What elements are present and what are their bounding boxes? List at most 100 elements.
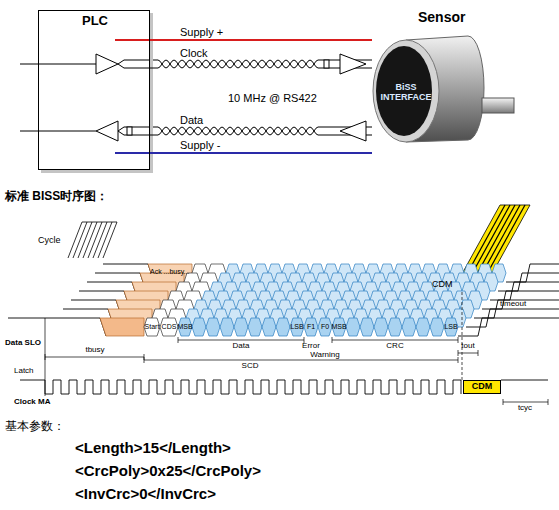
layout-path — [318, 318, 332, 336]
layout-path — [8, 318, 106, 336]
layout-path — [452, 205, 530, 292]
layout-path — [416, 318, 430, 336]
wire-label: Supply - — [180, 139, 220, 151]
layout-line — [20, 131, 96, 132]
layout-path — [458, 318, 559, 336]
rate-note: 10 MHz @ RS422 — [228, 92, 317, 104]
timing-label: tcyc — [518, 404, 532, 413]
clock-waveform — [20, 380, 461, 394]
bit-label: LSB — [444, 323, 457, 331]
bit-label: Start — [145, 323, 160, 331]
layout-path — [304, 318, 318, 336]
timing-label: tout — [461, 342, 474, 351]
plc-wiring — [20, 40, 150, 153]
logo-text: BiSS INTERFACE — [379, 83, 433, 103]
bit-label: MSB — [177, 323, 192, 331]
layout-line — [457, 205, 505, 292]
parameter-line: <Length>15</Length> — [75, 440, 231, 457]
layout-path — [100, 318, 144, 336]
layout-path — [150, 60, 372, 68]
field-label: CRC — [386, 342, 403, 351]
layout-path — [388, 318, 402, 336]
layout-path — [374, 318, 388, 336]
layout-line — [103, 222, 117, 258]
plc-box: PLC — [38, 10, 150, 170]
sensor-device: SensorBiSS INTERFACE — [372, 8, 517, 156]
layout-path — [444, 318, 458, 336]
layout-path — [118, 131, 150, 135]
layout-path — [430, 318, 444, 336]
layout-line — [477, 205, 525, 292]
bit-label: LSB — [290, 323, 303, 331]
node-title: PLC — [39, 14, 151, 28]
signal-label: Cycle — [38, 236, 61, 246]
node-title: CDM — [464, 382, 500, 392]
layout-path — [262, 318, 276, 336]
cycle-hatch — [68, 222, 117, 258]
layout-line — [467, 205, 515, 292]
layout-path — [118, 127, 150, 131]
layout-line — [115, 152, 150, 154]
timing-waveform — [8, 264, 559, 336]
clock-waveform — [501, 380, 548, 381]
signal-wire — [150, 152, 372, 154]
wire-label: Clock — [180, 47, 208, 59]
bit-label: F1 — [307, 323, 315, 331]
signal-name: Clock MA — [14, 398, 50, 407]
connectors — [150, 40, 372, 153]
signal-wire — [150, 60, 372, 68]
layout-path — [248, 318, 262, 336]
field-label: Data — [233, 342, 250, 351]
layout-path — [402, 318, 416, 336]
parameter-line: <InvCrc>0</InvCrc> — [75, 486, 216, 503]
wire-label: Data — [180, 114, 203, 126]
signal-label: timeout — [500, 300, 526, 309]
twisted-pair-strand — [150, 60, 372, 135]
sensor-illustration — [373, 36, 514, 142]
layout-line — [462, 292, 463, 380]
layout-path — [206, 318, 220, 336]
layout-path — [118, 60, 150, 64]
layout-path — [160, 318, 178, 336]
layout-path — [220, 318, 234, 336]
field-label: SCD — [242, 362, 259, 371]
layout-path — [96, 121, 118, 141]
section-heading: 标准 BISS时序图： — [5, 190, 108, 203]
bit-label: F0 — [321, 323, 329, 331]
layout-path — [45, 354, 144, 360]
layout-rect — [324, 60, 329, 68]
layout-path — [458, 350, 478, 356]
signal-label: Ack ...busy... — [150, 268, 190, 276]
bit-label: CDS — [162, 323, 177, 331]
wire-label: Supply + — [180, 26, 223, 38]
signal-name: Data SLO — [5, 339, 41, 348]
layout-ellipse — [373, 40, 439, 142]
timing-label: tbusy — [85, 346, 104, 355]
layout-line — [115, 39, 150, 41]
signal-wire — [150, 39, 372, 41]
parameter-line: <CrcPoly>0x25</CrcPoly> — [75, 463, 261, 480]
layout-path — [332, 318, 346, 336]
cdm-hatch — [452, 205, 530, 292]
section-heading: 基本参数： — [5, 420, 65, 433]
timing-brackets — [45, 292, 548, 405]
node-title: Sensor — [418, 10, 498, 25]
layout-path — [340, 54, 366, 74]
bit-label: MSB — [331, 323, 346, 331]
layout-path — [360, 318, 374, 336]
layout-path — [346, 318, 360, 336]
layout-path — [144, 357, 458, 363]
line-drivers — [96, 54, 366, 141]
layout-path — [234, 318, 248, 336]
layout-path — [290, 318, 304, 336]
layout-rect — [482, 98, 514, 113]
layout-rect — [127, 127, 132, 135]
cdm-box: CDM — [463, 380, 501, 394]
layout-path — [144, 318, 160, 336]
layout-ellipse — [376, 46, 432, 136]
layout-line — [82, 222, 117, 223]
